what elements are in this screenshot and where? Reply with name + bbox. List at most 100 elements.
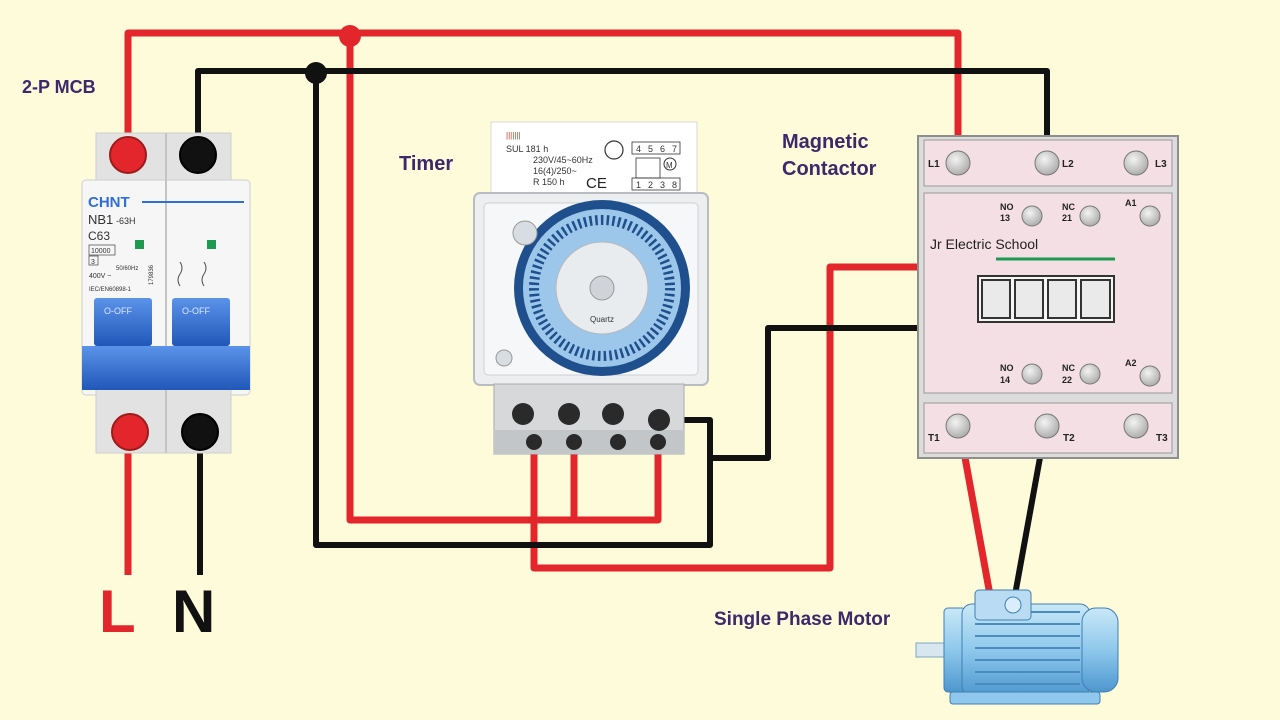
contactor-brand-text: Jr Electric School [930, 236, 1038, 252]
timer-term-top-7: 7 [672, 144, 677, 154]
timer-model: SUL 181 h [506, 144, 548, 154]
timer-terminal-bottom-2 [566, 434, 582, 450]
contactor-aux-nc2-label: NC [1062, 363, 1075, 373]
timer-bottom-terminal-labels: 1 2 3 8 [631, 177, 681, 191]
mcb-rating: C63 [88, 229, 110, 243]
mcb-brand: CHNT [88, 194, 130, 211]
mcb-breaker: CHNT NB1 -63H C63 10000 3 50/60Hz 400V ~… [81, 132, 251, 454]
timer-top-terminal-labels: 4 5 6 7 [631, 141, 681, 155]
timer-line2: 16(4)/250~ [533, 166, 577, 176]
junctions [305, 25, 361, 84]
contactor-aux-nc2-num: 22 [1062, 375, 1072, 385]
contactor-aux-no2-label: NO [1000, 363, 1014, 373]
magnetic-contactor: L1 L2 L3 NO 13 NC 21 A1 Jr Electric Scho… [917, 135, 1179, 459]
mcb-indicator-right [207, 240, 216, 249]
timer-terminal-top-1 [512, 403, 534, 425]
contactor-l1-terminal [945, 150, 971, 176]
mcb-blue-band [82, 346, 250, 390]
contactor-a2-label: A2 [1125, 358, 1137, 368]
timer-dial-knob [589, 275, 615, 301]
contactor-l2-label: L2 [1062, 159, 1074, 170]
motor-base [949, 691, 1101, 705]
mcb-switch-left [94, 298, 152, 346]
wire-mcb-top-to-l1 [124, 29, 962, 160]
mcb-model: NB1 [88, 212, 113, 227]
motor-rear-cap [1081, 607, 1119, 693]
contactor-t2-label: T2 [1063, 433, 1075, 444]
contactor-terminal-21 [1079, 205, 1101, 227]
motor-terminal-box-cap [1004, 596, 1022, 614]
contactor-aux-no-label: NO [1000, 202, 1014, 212]
contactor-l1-label: L1 [928, 159, 940, 170]
timer-setting-knob [512, 220, 538, 246]
contactor-title-line1: Magnetic [782, 131, 869, 153]
mcb-switch-right [172, 298, 230, 346]
timer-reset-knob [495, 349, 513, 367]
wire-neutral-to-timer [313, 73, 713, 548]
contactor-aux-no2-num: 14 [1000, 375, 1010, 385]
timer-terminal-bottom-4 [650, 434, 666, 450]
mcb-switch-right-label: O-OFF [182, 306, 210, 316]
timer-terminal-top-2 [558, 403, 580, 425]
timer-motor-symbol-icon [663, 157, 677, 171]
timer-term-bottom-1: 1 [636, 180, 641, 190]
contactor-title-line2: Contactor [782, 158, 877, 180]
contactor-l3-label: L3 [1155, 159, 1167, 170]
timer-dial-label: Quartz [590, 315, 614, 324]
single-phase-motor [915, 589, 1119, 705]
timer-motor-symbol: M [666, 161, 673, 170]
mcb-freq: 50/60Hz [116, 266, 138, 272]
mcb-breaking: 10000 [91, 248, 111, 255]
contactor-aux-nc-num: 21 [1062, 213, 1072, 223]
contactor-t1-terminal [945, 413, 971, 439]
timer-term-top-6: 6 [660, 144, 665, 154]
timer-line3: R 150 h [533, 177, 565, 187]
timer-term-bottom-3: 3 [660, 180, 665, 190]
timer-terminal-bottom-3 [610, 434, 626, 450]
mcb-class: 3 [91, 259, 95, 266]
timer-brand-logo: ||||||| [506, 131, 521, 140]
mcb-terminal-bottom-live [111, 413, 149, 451]
mcb-model-suffix: -63H [116, 216, 136, 226]
timer-term-top-5: 5 [648, 144, 653, 154]
mcb-terminal-top-live [109, 136, 147, 174]
contactor-t3-terminal [1123, 413, 1149, 439]
contactor-t1-label: T1 [928, 433, 940, 444]
junction-live [339, 25, 361, 47]
contactor-aux-nc-label: NC [1062, 202, 1075, 212]
timer-device: ||||||| SUL 181 h 230V/45~60Hz 16(4)/250… [473, 121, 709, 455]
contactor-terminal-22 [1079, 363, 1101, 385]
mcb-switch-left-label: O-OFF [104, 306, 132, 316]
contactor-t3-label: T3 [1156, 433, 1168, 444]
mcb-terminal-top-neutral [179, 136, 217, 174]
contactor-window-row [977, 275, 1115, 323]
contactor-l3-terminal [1123, 150, 1149, 176]
motor-terminal-box [974, 589, 1032, 621]
mcb-title: 2-P MCB [22, 77, 96, 97]
contactor-a2-terminal [1139, 365, 1161, 387]
contactor-a1-terminal [1139, 205, 1161, 227]
contactor-a1-label: A1 [1125, 198, 1137, 208]
timer-line1: 230V/45~60Hz [533, 155, 593, 165]
timer-clock-symbol-icon [604, 140, 624, 160]
timer-terminal-bottom-1 [526, 434, 542, 450]
contactor-l2-terminal [1034, 150, 1060, 176]
contactor-terminal-13 [1021, 205, 1043, 227]
contactor-aux-no-num: 13 [1000, 213, 1010, 223]
timer-dial-segments [529, 215, 675, 361]
wire-mcb-neutral-to-l2 [195, 68, 1050, 160]
contactor-terminal-14 [1021, 363, 1043, 385]
mcb-indicator-left [135, 240, 144, 249]
mcb-terminal-bottom-neutral [181, 413, 219, 451]
timer-title: Timer [399, 153, 453, 175]
motor-title: Single Phase Motor [714, 609, 891, 630]
mcb-serial: 179836 [149, 264, 155, 285]
live-label: L [99, 578, 136, 645]
mcb-voltage: 400V ~ [89, 273, 111, 280]
junction-neutral [305, 62, 327, 84]
timer-ce: CE [586, 175, 607, 192]
mcb-standard: IEC/EN60898-1 [89, 287, 132, 293]
timer-term-bottom-8: 8 [672, 180, 677, 190]
wire-live-to-timer [346, 36, 662, 524]
